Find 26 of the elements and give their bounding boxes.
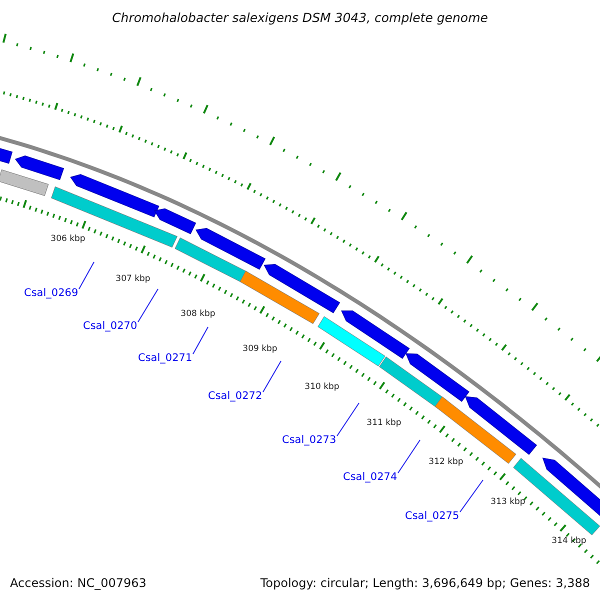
gene-label: Csal_0271 [138, 351, 192, 365]
footer-text: Accession: NC_007963 [10, 576, 146, 590]
tick-label: 313 kbp [490, 497, 526, 507]
tick-label: 311 kbp [366, 418, 402, 428]
leader-line [138, 288, 158, 322]
tick-label: 306 kbp [50, 234, 86, 244]
gene-label: Csal_0274 [343, 470, 397, 484]
tick-label: 314 kbp [552, 536, 586, 546]
chart-title: Chromohalobacter salexigens DSM 3043, complete genome [111, 10, 489, 25]
gene-label: Csal_0273 [282, 433, 336, 447]
tick-label: 307 kbp [116, 274, 150, 284]
footer-text: Topology: circular; Length: 3,696,649 bp; Genes: 3,388 [260, 576, 590, 590]
gene-label: Csal_0269 [24, 286, 78, 300]
tick-label: 308 kbp [180, 309, 216, 319]
tick-label: 312 kbp [428, 457, 464, 467]
leader-line [460, 480, 484, 512]
leader-line [336, 402, 360, 436]
leader-line [78, 262, 94, 290]
gene-label: Csal_0270 [83, 319, 137, 333]
gene-label: Csal_0272 [208, 389, 262, 403]
tick-label: 310 kbp [304, 382, 340, 392]
gene-label: Csal_0275 [405, 509, 459, 523]
tick-label: 309 kbp [242, 344, 278, 354]
leader-line [262, 360, 282, 392]
leader-line [398, 440, 420, 474]
leader-line [192, 326, 208, 354]
